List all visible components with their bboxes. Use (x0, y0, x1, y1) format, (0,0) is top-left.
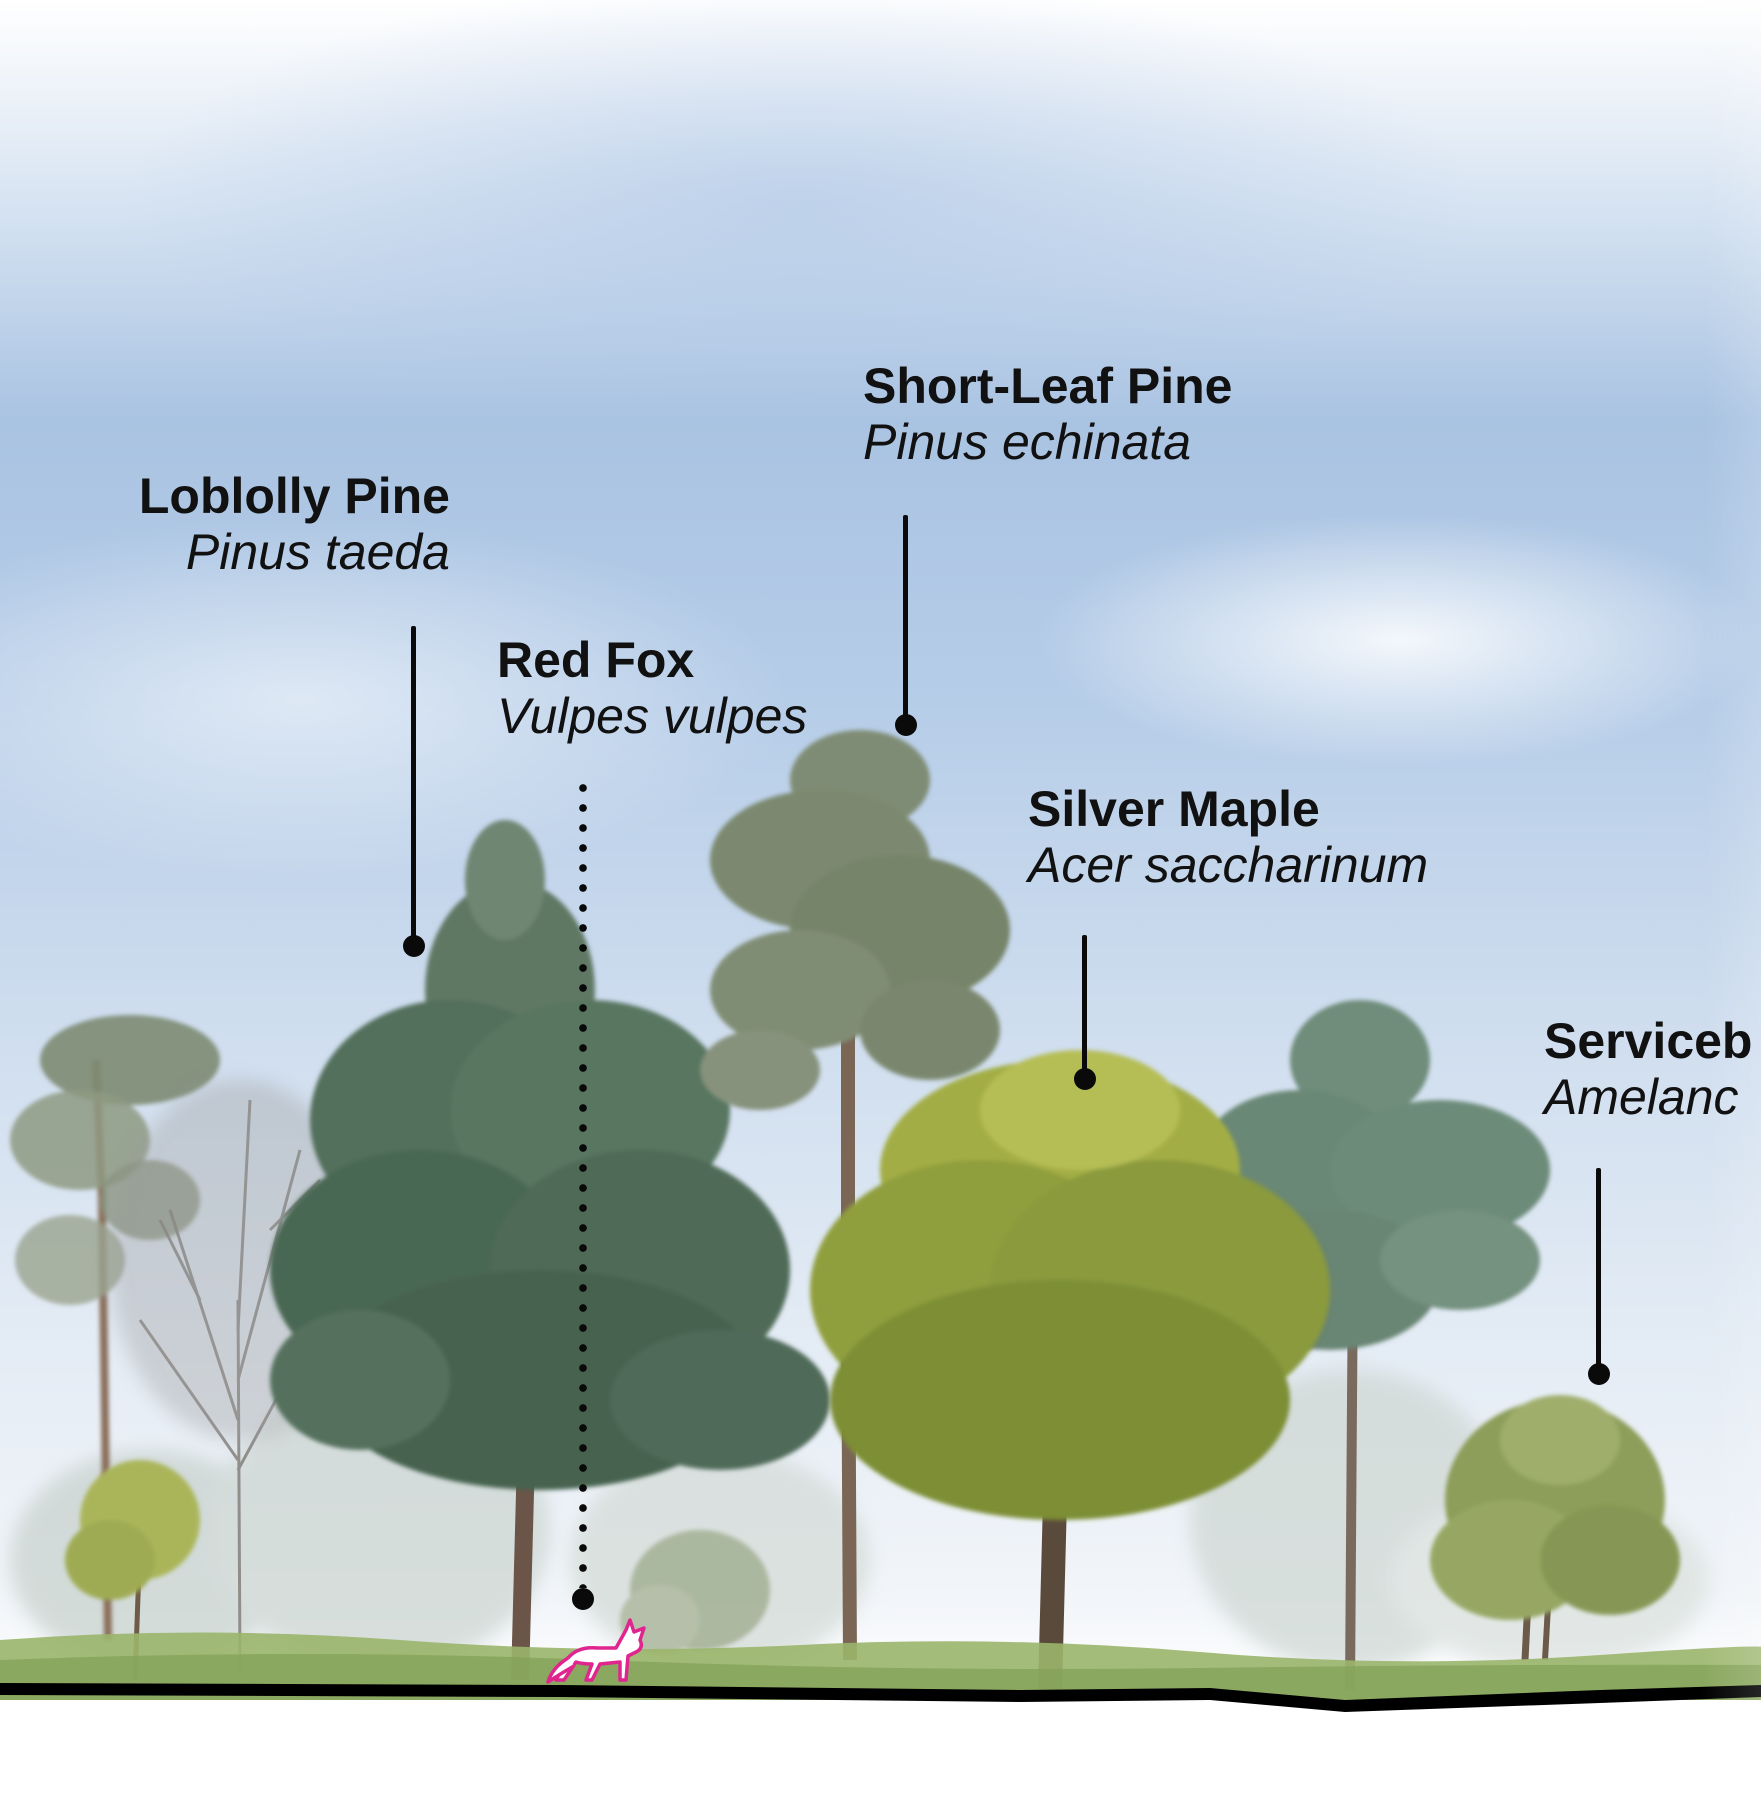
leader-line-silver-maple (1082, 935, 1087, 1070)
leader-dot-loblolly-pine (403, 935, 425, 957)
red-fox-scientific-name: Vulpes vulpes (497, 688, 808, 744)
serviceberry-common-name: Serviceb (1544, 1013, 1753, 1069)
silver-maple-scientific-name: Acer saccharinum (1028, 837, 1429, 893)
leader-line-short-leaf-pine (903, 515, 908, 725)
loblolly-pine-scientific-name: Pinus taeda (185, 524, 450, 580)
label-short-leaf-pine: Short-Leaf Pine Pinus echinata (863, 358, 1232, 470)
leader-line-serviceberry (1596, 1168, 1601, 1368)
label-silver-maple: Silver Maple Acer saccharinum (1028, 781, 1428, 893)
short-leaf-pine-scientific-name: Pinus echinata (863, 414, 1192, 470)
silver-maple-common-name: Silver Maple (1028, 781, 1320, 837)
label-loblolly-pine: Loblolly Pine Pinus taeda (60, 468, 450, 580)
silver-maple-tree (810, 1050, 1330, 1691)
red-fox-common-name: Red Fox (497, 632, 695, 688)
short-leaf-pine-common-name: Short-Leaf Pine (863, 358, 1233, 414)
serviceberry-scientific-name: Amelanc (1544, 1069, 1739, 1125)
label-red-fox: Red Fox Vulpes vulpes (497, 632, 807, 744)
small-tree-bottom-left (65, 1460, 200, 1681)
leader-dot-short-leaf-pine (895, 714, 917, 736)
serviceberry-tree (1430, 1395, 1680, 1661)
leader-dot-serviceberry (1588, 1363, 1610, 1385)
leader-line-loblolly-pine (411, 626, 416, 946)
ground-line (0, 1683, 1761, 1712)
loblolly-pine-tree (270, 820, 830, 1681)
right-edge-fade (1701, 0, 1761, 1700)
dotted-leader-red-fox (579, 778, 587, 1588)
loblolly-pine-common-name: Loblolly Pine (138, 468, 450, 524)
leader-dot-red-fox (572, 1588, 594, 1610)
red-fox-icon (546, 1618, 646, 1684)
label-serviceberry: Serviceb Amelanc (1544, 1013, 1752, 1125)
leader-dot-silver-maple (1074, 1068, 1096, 1090)
